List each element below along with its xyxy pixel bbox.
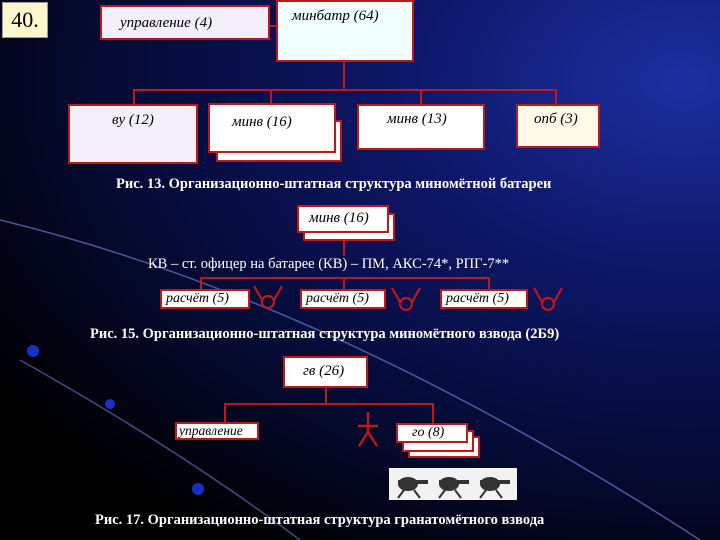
mortar-symbol-icon — [253, 285, 283, 310]
connector — [555, 89, 557, 105]
fig15-mortar-platoon-label: минв (16) — [309, 210, 369, 226]
fig13-mortar-platoon-1-box: минв (16) — [208, 103, 336, 153]
fig17-caption: Рис. 17. Организационно-штатная структур… — [95, 512, 545, 528]
fig13-battery-label: минбатр (64) — [292, 8, 379, 24]
fig15-caption: Рис. 15. Организационно-штатная структур… — [90, 326, 560, 342]
connector — [200, 277, 490, 279]
fig15-crew-3-box: расчёт (5) — [440, 289, 528, 309]
fig13-mortar-platoon-2-label: минв (13) — [387, 111, 447, 127]
fig15-crew-3-label: расчёт (5) — [446, 291, 509, 306]
mortar-symbol-icon — [391, 287, 421, 312]
grenade-launcher-crews-image — [389, 468, 517, 500]
fig13-control-platoon-box: ву (12) — [68, 104, 198, 164]
fig15-crew-2-label: расчёт (5) — [306, 291, 369, 306]
fig13-control-platoon-label: ву (12) — [112, 112, 154, 128]
fig13-caption: Рис. 13. Организационно-штатная структур… — [116, 176, 552, 192]
connector — [343, 277, 345, 289]
fig17-management-box: управление — [175, 422, 259, 440]
connector — [224, 403, 226, 423]
fig15-crew-2-box: расчёт (5) — [300, 289, 386, 309]
fig13-management-box: управление (4) — [100, 5, 270, 40]
commander-symbol-icon — [357, 412, 379, 447]
fig13-mortar-platoon-1-label: минв (16) — [232, 114, 292, 130]
slide-number: 40. — [2, 2, 48, 38]
fig13-opb-label: опб (3) — [534, 111, 578, 127]
fig13-management-label: управление (4) — [120, 15, 213, 31]
connector — [270, 25, 278, 27]
connector — [325, 388, 327, 404]
connector — [133, 89, 135, 105]
connector — [133, 89, 555, 91]
connector — [200, 277, 202, 289]
fig13-battery-box: минбатр (64) — [276, 0, 414, 62]
fig17-grenade-platoon-label: гв (26) — [303, 363, 345, 379]
fig17-management-label: управление — [179, 423, 243, 438]
fig15-crew-1-box: расчёт (5) — [160, 289, 250, 309]
connector — [432, 403, 434, 423]
orbit-dot — [27, 345, 39, 357]
orbit-dot — [192, 483, 204, 495]
fig17-grenade-section-label: го (8) — [412, 425, 445, 440]
connector — [224, 403, 434, 405]
fig15-mortar-platoon-box: минв (16) — [297, 205, 389, 233]
connector — [488, 277, 490, 289]
fig13-mortar-platoon-2-box: минв (13) — [357, 104, 485, 150]
fig15-crew-1-label: расчёт (5) — [166, 291, 229, 306]
connector — [343, 62, 345, 90]
fig15-senior-officer-text: КВ – ст. офицер на батарее (КВ) – ПМ, АК… — [148, 256, 510, 272]
orbit-dot — [105, 399, 115, 409]
connector — [420, 89, 422, 105]
fig17-grenade-platoon-box: гв (26) — [283, 356, 368, 388]
connector — [343, 241, 345, 256]
connector — [270, 89, 272, 103]
mortar-symbol-icon — [533, 287, 563, 312]
fig13-opb-box: опб (3) — [516, 104, 600, 148]
fig17-grenade-section-box: го (8) — [396, 423, 468, 443]
